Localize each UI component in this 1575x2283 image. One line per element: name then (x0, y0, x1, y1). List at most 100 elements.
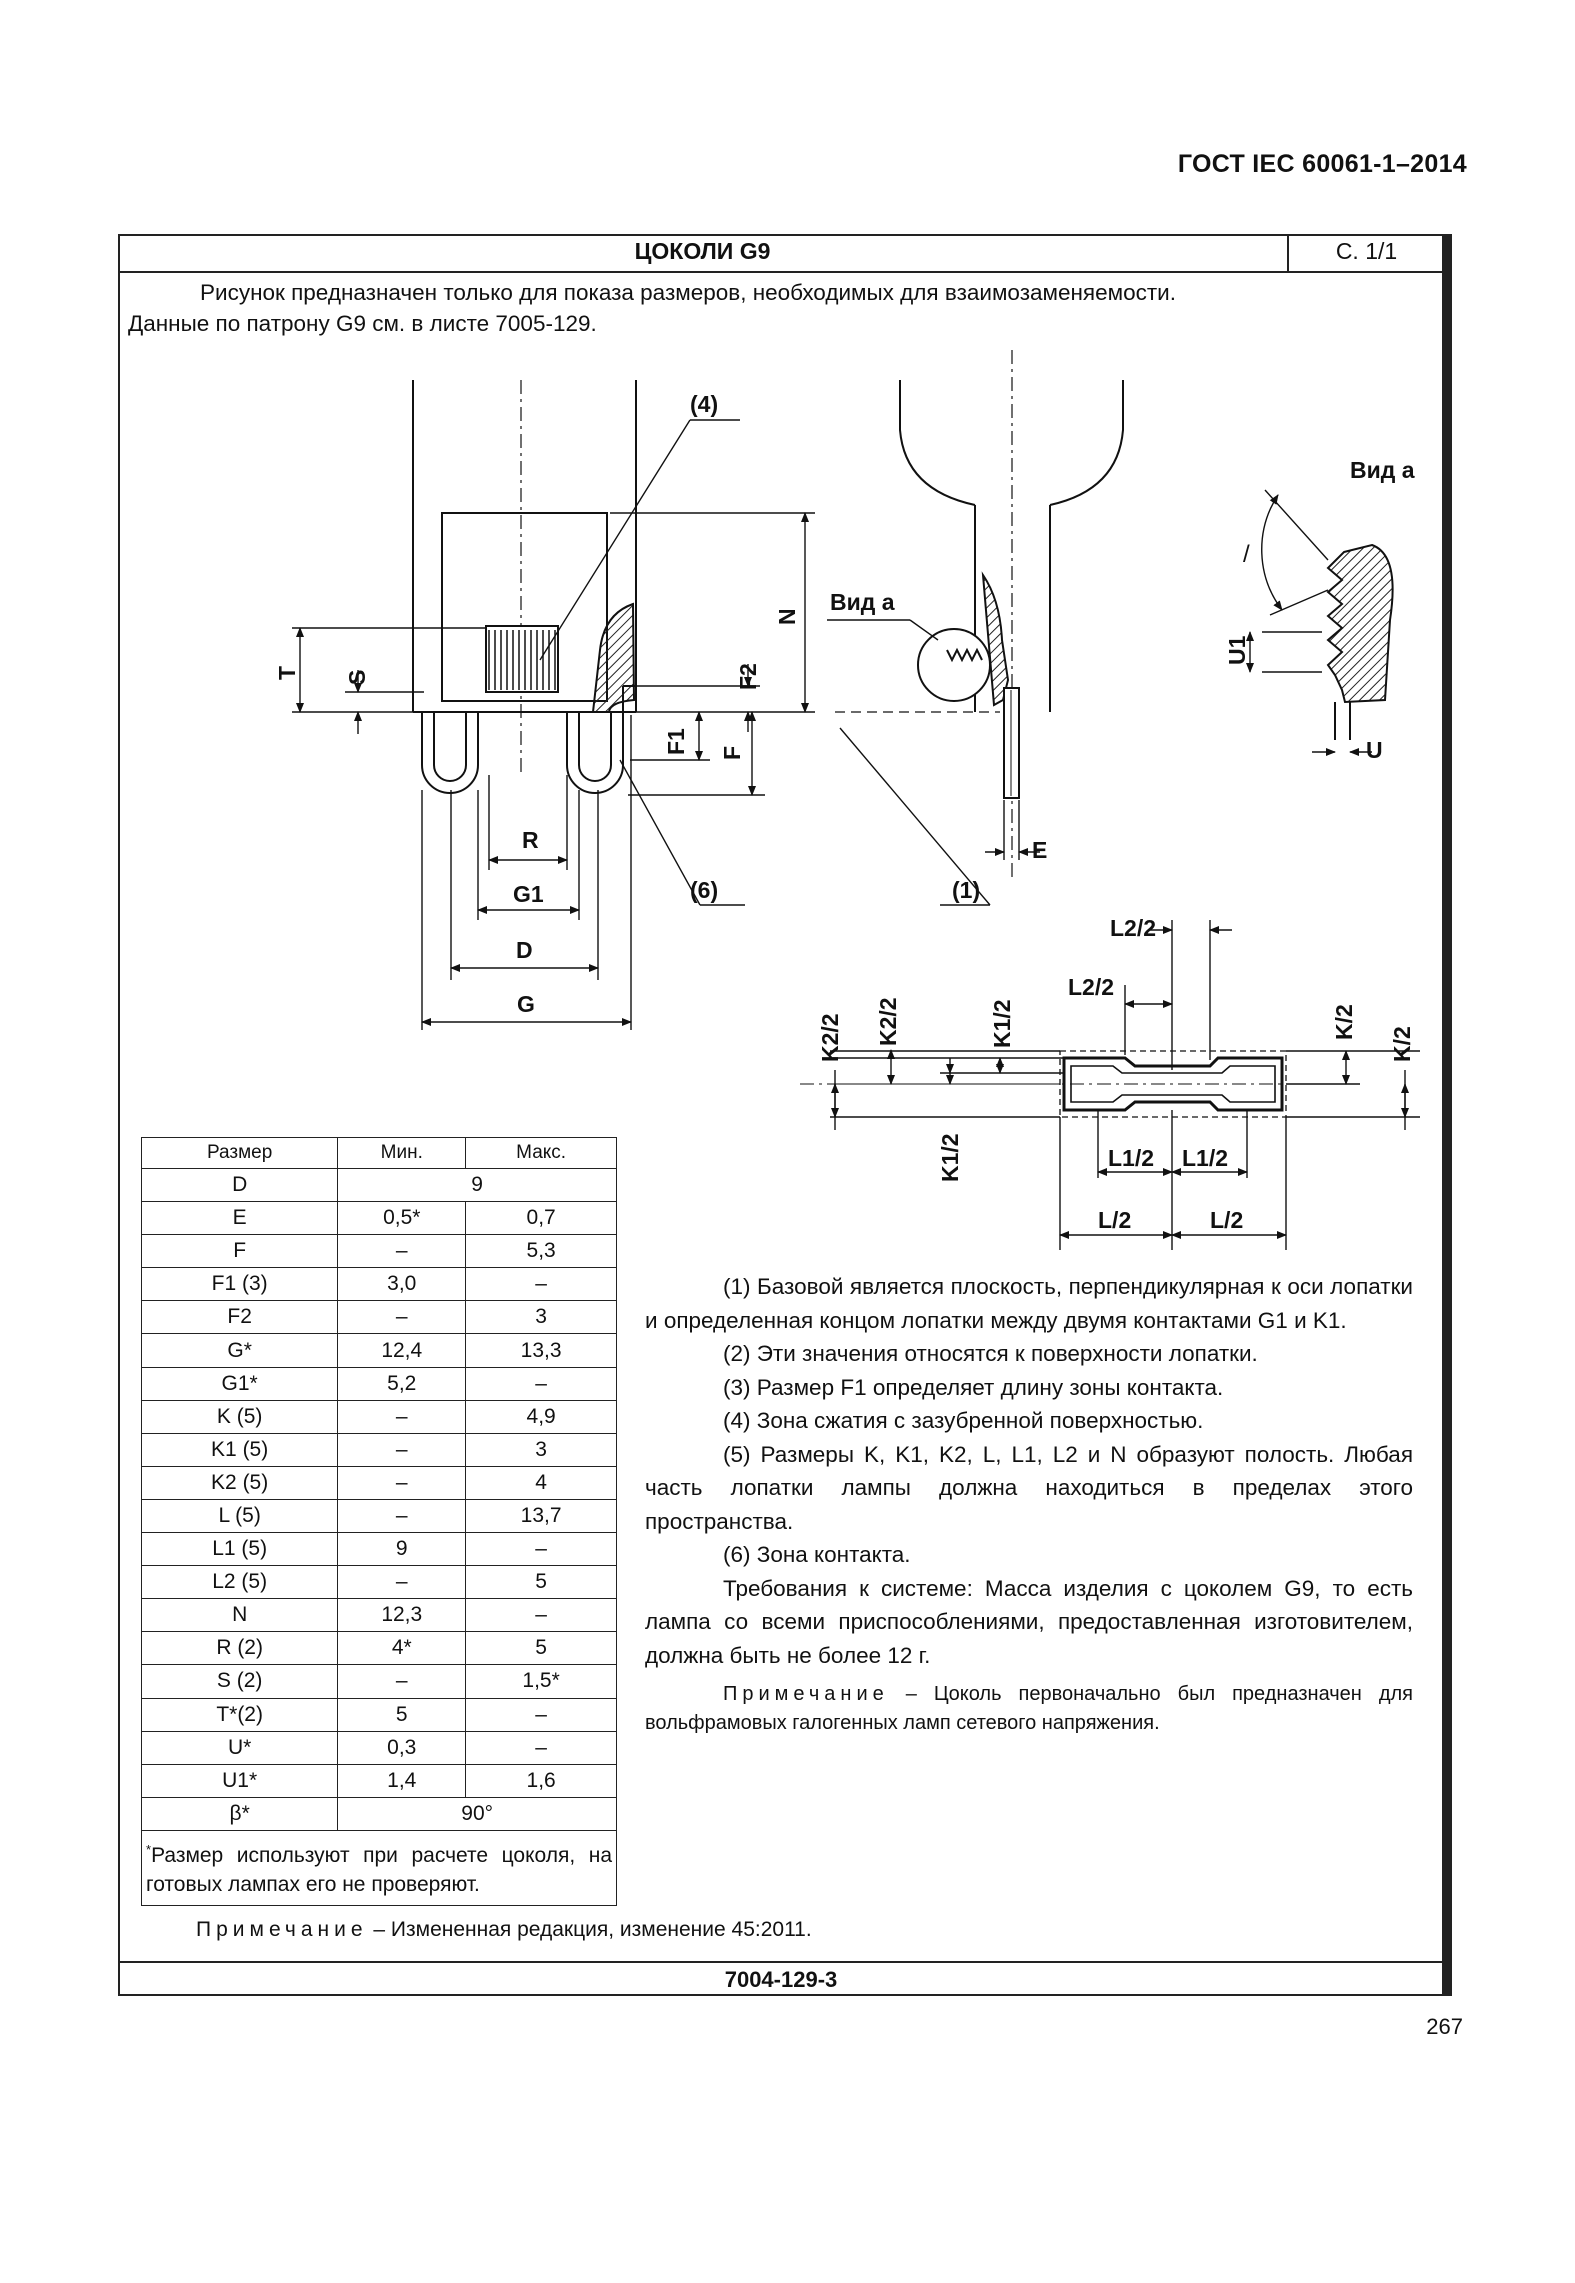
cell-max: 5,3 (465, 1234, 617, 1269)
cell-max: 4 (465, 1465, 617, 1500)
table-row: β*90° (140, 1796, 617, 1831)
notes-block: (1) Базовой является плоскость, перпенди… (645, 1270, 1413, 1738)
table-row: U*0,3– (140, 1730, 617, 1765)
cell-max: 4,9 (465, 1399, 617, 1434)
footnote-text: Размер используют при расчете цоколя, на… (146, 1843, 612, 1896)
cell-min: – (337, 1300, 467, 1335)
sheet-frame-edge (1444, 234, 1452, 1996)
cell-min: 12,3 (337, 1598, 467, 1633)
system-requirements: Требования к системе: Масса изделия с цо… (645, 1575, 1413, 1668)
cell-min: 0,3 (337, 1730, 467, 1765)
cell-max: 3 (465, 1432, 617, 1467)
cell-size: R (2) (140, 1631, 339, 1666)
cell-size: G* (140, 1333, 339, 1368)
table-row: G1*5,2– (140, 1366, 617, 1401)
dim-K2-2-left: K2/2 (817, 1013, 843, 1062)
table-row: L2 (5)–5 (140, 1565, 617, 1600)
dim-U1: U1 (1224, 635, 1250, 665)
table-row: L1 (5)9– (140, 1532, 617, 1567)
callout-6: (6) (690, 877, 718, 903)
cell-min: – (337, 1498, 467, 1534)
cell-size: K2 (5) (140, 1465, 339, 1500)
dim-U: U (1366, 737, 1383, 763)
base-note-text: – Цоколь первоначально был предназначен … (645, 1683, 1413, 1734)
cell-size: G1* (140, 1366, 339, 1401)
col-header-min: Мин. (337, 1137, 467, 1169)
cell-min: – (337, 1399, 467, 1434)
cell-min: 9 (337, 1532, 467, 1567)
dim-N: N (774, 608, 800, 625)
amendment-note: Примечание – Измененная редакция, измене… (196, 1918, 812, 1942)
table-footnote: *Размер используют при расчете цоколя, н… (141, 1829, 617, 1906)
intro-line-1: Рисунок предназначен только для показа р… (200, 280, 1176, 305)
table-row: T*(2)5– (140, 1697, 617, 1732)
dim-L-2-right: L/2 (1210, 1207, 1243, 1233)
cell-min: 5 (337, 1697, 467, 1732)
note-3: (3) Размер F1 определяет длину зоны конт… (723, 1374, 1224, 1400)
cell-max: 13,3 (465, 1333, 617, 1368)
intro-line-2: Данные по патрону G9 см. в листе 7005-12… (128, 311, 597, 336)
footnote-mark: * (146, 1841, 152, 1857)
cell-size: F (140, 1234, 339, 1269)
cell-value: 90° (337, 1796, 617, 1831)
cell-size: L2 (5) (140, 1565, 339, 1600)
view-a-detail-title: Вид а (1350, 457, 1415, 483)
table-row: K (5)–4,9 (140, 1399, 617, 1434)
cell-min: 5,2 (337, 1366, 467, 1401)
cell-min: 1,4 (337, 1763, 467, 1798)
dim-K2-2-right: K2/2 (875, 997, 901, 1046)
dim-T: T (274, 666, 300, 680)
table-row: F1 (3)3,0– (140, 1267, 617, 1302)
col-header-size: Размер (140, 1137, 339, 1169)
footer-divider (118, 1961, 1444, 1963)
cell-max: 3 (465, 1300, 617, 1335)
cell-min: 0,5* (337, 1201, 467, 1236)
cell-size: E (140, 1201, 339, 1236)
dim-F: F (719, 746, 745, 760)
table-row: S (2)–1,5* (140, 1664, 617, 1699)
header-divider (118, 271, 1444, 273)
note-6: (6) Зона контакта. (723, 1542, 911, 1567)
cell-min: 4* (337, 1631, 467, 1666)
cell-size: D (140, 1167, 339, 1203)
dim-G1: G1 (513, 881, 544, 907)
dim-F2: F2 (735, 663, 761, 690)
cell-min: – (337, 1432, 467, 1467)
cell-size: β* (140, 1796, 339, 1831)
sheet-title: ЦОКОЛИ G9 (634, 238, 771, 264)
dim-L2-2-mid: L2/2 (1068, 974, 1114, 1000)
callout-4: (4) (690, 391, 718, 417)
intro-text: Рисунок предназначен только для показа р… (128, 277, 1434, 339)
cell-size: U* (140, 1730, 339, 1765)
cell-size: K (5) (140, 1399, 339, 1434)
table-row: R (2)4*5 (140, 1631, 617, 1666)
note-2: (2) Эти значения относятся к поверхности… (723, 1341, 1258, 1366)
base-note-label: Примечание (723, 1683, 889, 1705)
cell-max: – (465, 1267, 617, 1302)
sheet-page: С. 1/1 (1335, 238, 1398, 264)
cell-max: – (465, 1598, 617, 1633)
cell-max: 0,7 (465, 1201, 617, 1236)
note-5: (5) Размеры K, K1, K2, L, L1, L2 и N обр… (645, 1441, 1413, 1534)
note-1: (1) Базовой является плоскость, перпенди… (645, 1274, 1413, 1333)
view-a-label: Вид а (830, 589, 895, 615)
callout-1: (1) (952, 877, 980, 903)
dim-E: E (1032, 837, 1047, 863)
cell-size: N (140, 1598, 339, 1633)
cell-size: U1* (140, 1763, 339, 1798)
base-note: Примечание – Цоколь первоначально был пр… (645, 1680, 1413, 1738)
dim-L-2-left: L/2 (1098, 1207, 1131, 1233)
cell-max: – (465, 1366, 617, 1401)
dim-K-2-top: K/2 (1331, 1004, 1357, 1040)
dim-K-2-right: K/2 (1389, 1026, 1415, 1062)
col-header-max: Макс. (465, 1137, 617, 1169)
dim-L1-2-left: L1/2 (1108, 1145, 1154, 1171)
cell-size: L (5) (140, 1498, 339, 1534)
dim-K1-2-top: K1/2 (989, 999, 1015, 1048)
cell-min: – (337, 1664, 467, 1699)
